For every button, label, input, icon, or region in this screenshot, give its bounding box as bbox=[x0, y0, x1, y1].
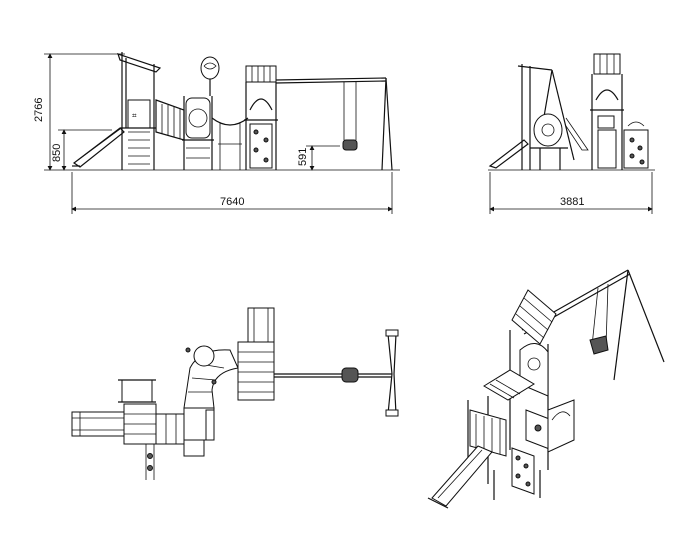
height-dimension: 2766 bbox=[33, 53, 125, 171]
front-tower-2 bbox=[182, 56, 220, 170]
front-tower-1: ⌗ bbox=[117, 52, 162, 170]
front-slide bbox=[72, 127, 125, 168]
seat-height-dimension: 591 bbox=[297, 145, 340, 171]
front-width-dimension: 7640 bbox=[71, 172, 393, 214]
front-bridge-panel bbox=[155, 99, 185, 141]
total-height-label: 2766 bbox=[33, 98, 45, 122]
front-width-label: 7640 bbox=[220, 196, 244, 208]
side-elevation-view: 3881 bbox=[488, 53, 655, 214]
top-plan-view bbox=[71, 307, 399, 480]
platform-height-dimension: 850 bbox=[51, 129, 112, 171]
front-net-bridge bbox=[211, 117, 249, 170]
side-width-label: 3881 bbox=[560, 196, 584, 208]
front-tower-3 bbox=[244, 65, 278, 170]
svg-text:⌗: ⌗ bbox=[132, 111, 137, 120]
front-elevation-view: 2766 850 ⌗ bbox=[33, 52, 400, 214]
seat-height-label: 591 bbox=[297, 148, 309, 166]
platform-height-label: 850 bbox=[51, 144, 63, 162]
isometric-view bbox=[427, 269, 665, 509]
front-swing-frame bbox=[275, 77, 393, 171]
